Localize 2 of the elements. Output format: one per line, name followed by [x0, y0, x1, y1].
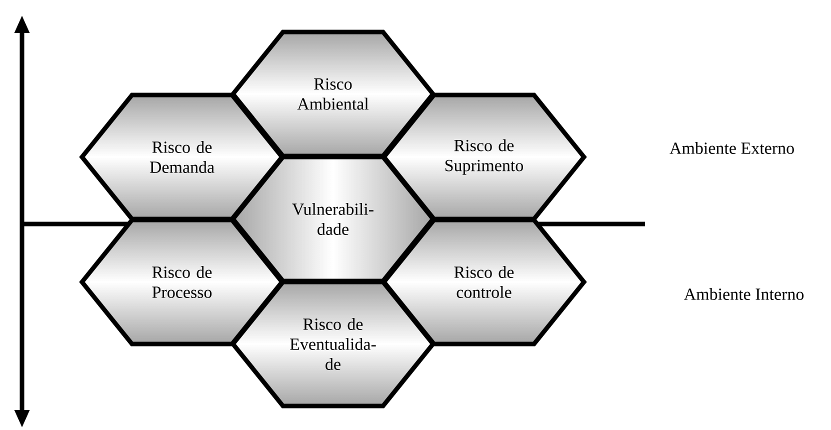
region-label: Ambiente Externo	[670, 142, 794, 154]
region-label: Ambiente Interno	[684, 288, 804, 300]
